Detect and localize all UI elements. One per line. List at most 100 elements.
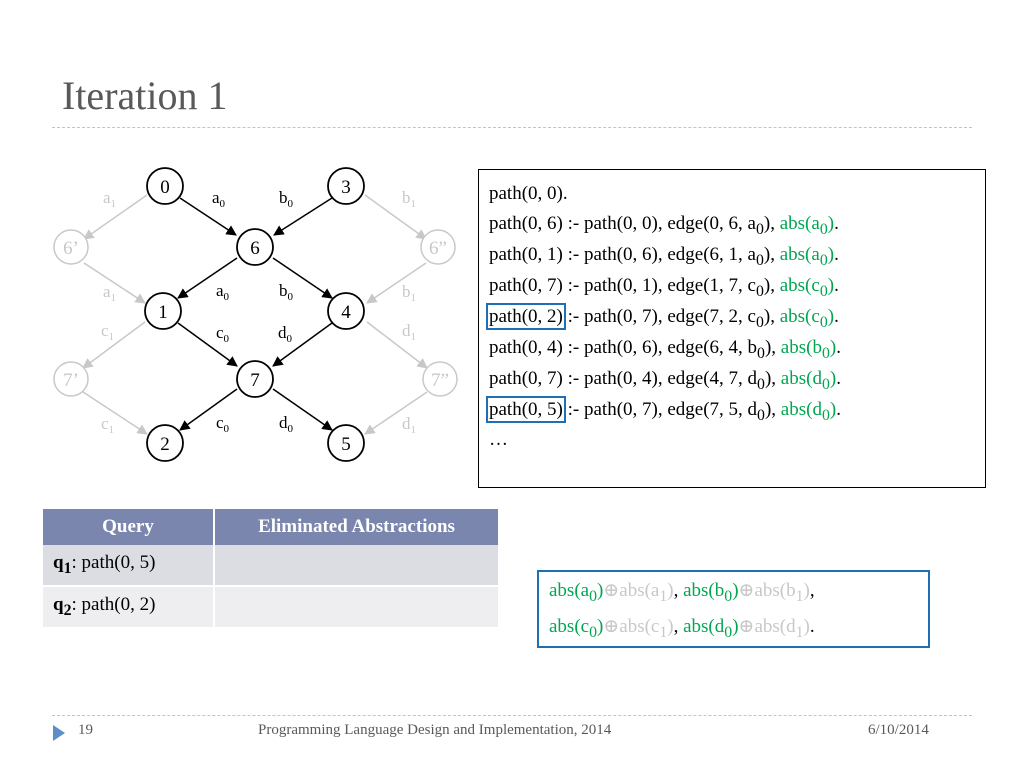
edge-label: a0 xyxy=(212,188,226,210)
eliminated-cell xyxy=(214,545,500,587)
graph-node-faint xyxy=(422,361,458,397)
rule-head: path(0, 7) xyxy=(489,368,563,389)
rule-head: path(0, 4) xyxy=(489,337,563,358)
code-rule: path(0, 7) :- path(0, 1), edge(1, 7, c0)… xyxy=(489,275,839,300)
edge-label-faint: b1 xyxy=(402,282,416,304)
graph-edge xyxy=(273,197,333,236)
code-rule: path(0, 2) :- path(0, 7), edge(7, 2, c0)… xyxy=(486,303,839,331)
eliminated-cell xyxy=(214,586,500,629)
edge-label-faint: b1 xyxy=(402,188,416,210)
footer-venue: Programming Language Design and Implemen… xyxy=(258,722,612,738)
graph-edge-faint xyxy=(366,321,428,369)
abstraction-line: abs(c0)⊕abs(c1), abs(d0)⊕abs(d1). xyxy=(549,615,815,641)
graph-node-faint-label: 6’ xyxy=(63,238,79,259)
code-rule: path(0, 5) :- path(0, 7), edge(7, 5, d0)… xyxy=(486,396,841,424)
graph-edge xyxy=(272,257,333,299)
edge-label: c0 xyxy=(216,413,230,435)
graph-edge-faint xyxy=(366,262,427,304)
code-rule: path(0, 1) :- path(0, 6), edge(6, 1, a0)… xyxy=(489,244,839,269)
graph-node xyxy=(236,360,274,398)
graph-edge xyxy=(177,257,238,299)
query-cell: q2: path(0, 2) xyxy=(43,586,215,629)
code-rule: path(0, 4) :- path(0, 6), edge(6, 4, b0)… xyxy=(489,337,841,362)
code-ellipsis: … xyxy=(489,429,508,450)
table-row: q2: path(0, 2) xyxy=(43,586,500,629)
abstraction-term: abs(a0) xyxy=(779,213,835,238)
graph-node xyxy=(146,167,184,205)
edge-label-faint: c1 xyxy=(101,321,114,343)
graph-edge xyxy=(179,197,237,236)
graph-edge-faint xyxy=(82,321,146,369)
slide-title: Iteration 1 xyxy=(62,73,228,118)
graph-edge xyxy=(179,388,238,431)
graph-node-label: 2 xyxy=(160,434,170,455)
edge-label-faint: c1 xyxy=(101,414,114,436)
highlighted-query-head: path(0, 2) xyxy=(486,303,566,330)
abstraction-choices-box: abs(a0)⊕abs(a1), abs(b0)⊕abs(b1), abs(c0… xyxy=(537,570,930,648)
triangle-bullet-icon xyxy=(53,725,65,741)
slide-number: 19 xyxy=(78,722,93,738)
graph-edge-faint xyxy=(82,391,148,435)
footer-divider xyxy=(52,715,972,716)
edge-label-faint: d1 xyxy=(402,414,416,436)
abstraction-term: abs(a0) xyxy=(779,244,835,269)
edge-label: b0 xyxy=(279,281,294,303)
graph-edge xyxy=(272,322,333,367)
edge-label-faint: a1 xyxy=(103,282,116,304)
graph-node-faint-label: 7” xyxy=(431,370,449,391)
graph-edge-faint xyxy=(364,194,427,240)
abstraction-term: abs(d0) xyxy=(780,399,837,424)
graph-edge-faint xyxy=(364,391,428,435)
graph-edge-faint xyxy=(83,262,146,304)
graph-node-label: 3 xyxy=(341,177,351,198)
graph-node-label: 0 xyxy=(160,177,170,198)
edge-label-faint: d1 xyxy=(402,321,416,343)
graph-node-label: 4 xyxy=(341,302,351,323)
code-fact: path(0, 0). xyxy=(489,183,568,204)
graph-node-label: 6 xyxy=(250,238,260,259)
graph-node-faint xyxy=(53,361,89,397)
abstraction-term: abs(d0) xyxy=(780,368,837,393)
eliminated-column-header: Eliminated Abstractions xyxy=(214,509,500,545)
graph-node-faint xyxy=(420,229,456,265)
abstraction-term: abs(c0) xyxy=(779,275,835,300)
edge-label: a0 xyxy=(216,281,230,303)
graph-edge-faint xyxy=(83,194,148,240)
rule-head: path(0, 7) xyxy=(489,275,563,296)
code-rule: path(0, 7) :- path(0, 4), edge(4, 7, d0)… xyxy=(489,368,841,393)
edge-label: d0 xyxy=(278,323,293,345)
graph-node xyxy=(327,292,365,330)
rule-head: path(0, 1) xyxy=(489,244,563,265)
graph-node-label: 7 xyxy=(250,370,260,391)
datalog-derivation-box: path(0, 0). path(0, 6) :- path(0, 0), ed… xyxy=(478,169,986,488)
code-rule: path(0, 6) :- path(0, 0), edge(0, 6, a0)… xyxy=(489,213,839,238)
edge-label: b0 xyxy=(279,188,294,210)
abstraction-term: abs(c0) xyxy=(779,306,835,331)
footer-date: 6/10/2014 xyxy=(868,722,929,738)
graph-node-faint xyxy=(53,229,89,265)
graph-node-faint-label: 7’ xyxy=(63,370,79,391)
graph-node-label: 1 xyxy=(158,302,168,323)
graph-edge xyxy=(272,388,333,431)
edge-label: c0 xyxy=(216,323,230,345)
query-cell: q1: path(0, 5) xyxy=(43,545,215,587)
highlighted-query-head: path(0, 5) xyxy=(486,396,566,423)
table-row: q1: path(0, 5) xyxy=(43,545,500,587)
query-column-header: Query xyxy=(43,509,215,545)
graph-edge xyxy=(177,322,238,367)
graph-node xyxy=(327,167,365,205)
title-divider xyxy=(52,127,972,128)
rule-head: path(0, 6) xyxy=(489,213,563,234)
edge-label-faint: a1 xyxy=(103,188,116,210)
query-table: Query Eliminated Abstractions q1: path(0… xyxy=(43,509,500,629)
abstraction-term: abs(b0) xyxy=(780,337,837,362)
abstraction-line: abs(a0)⊕abs(a1), abs(b0)⊕abs(b1), xyxy=(549,580,815,605)
query-table-header-row: Query Eliminated Abstractions xyxy=(43,509,500,545)
graph-node-faint-label: 6” xyxy=(429,238,447,259)
edge-label: d0 xyxy=(279,413,294,435)
graph-node xyxy=(146,424,184,462)
graph-node-label: 5 xyxy=(341,434,351,455)
graph-node xyxy=(144,292,182,330)
graph-node xyxy=(236,228,274,266)
